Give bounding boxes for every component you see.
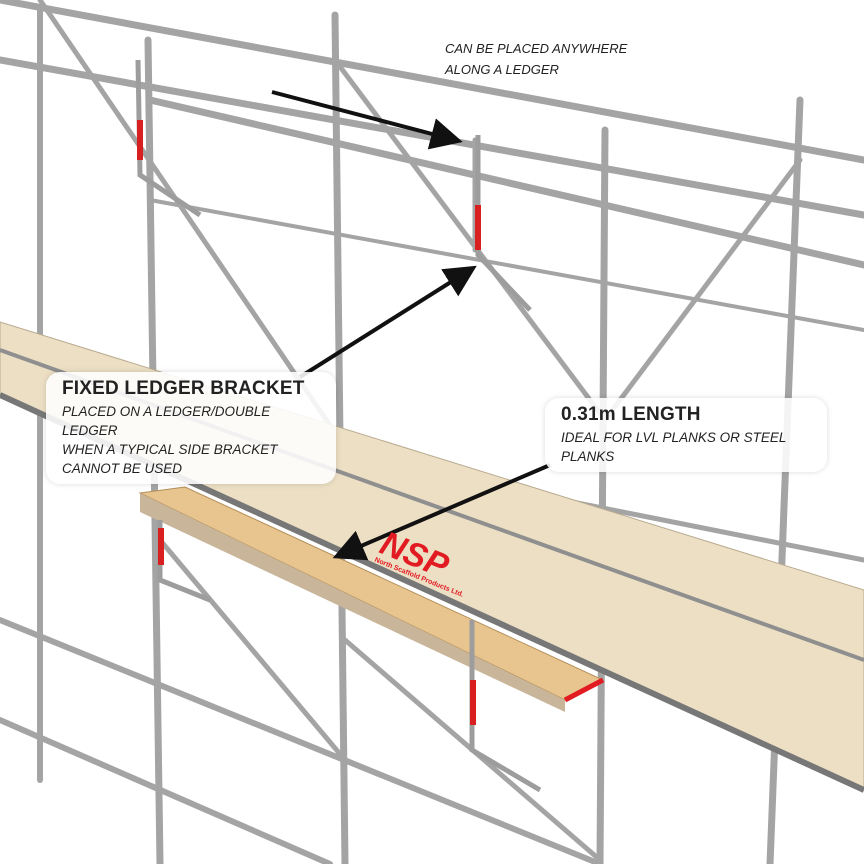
placement-note-line1: CAN BE PLACED ANYWHERE bbox=[445, 41, 628, 56]
arrow-anywhere bbox=[271, 90, 463, 150]
callout-line: WHEN A TYPICAL SIDE BRACKET bbox=[62, 442, 278, 457]
callout-line: PLACED ON A LEDGER/DOUBLE LEDGER bbox=[62, 404, 271, 438]
callout-line: CANNOT BE USED bbox=[62, 461, 183, 476]
callout-text: IDEAL FOR LVL PLANKS OR STEEL PLANKS bbox=[561, 428, 811, 466]
arrow-length bbox=[332, 463, 551, 561]
callout-line: IDEAL FOR LVL PLANKS OR STEEL bbox=[561, 430, 787, 445]
callout-text: PLACED ON A LEDGER/DOUBLE LEDGER WHEN A … bbox=[62, 402, 320, 478]
arrow-bracket bbox=[298, 265, 477, 379]
callout-title: 0.31m LENGTH bbox=[561, 404, 701, 425]
callout-line: PLANKS bbox=[561, 449, 615, 464]
bracket-red-tags bbox=[137, 120, 481, 725]
pointer-arrows bbox=[271, 90, 551, 561]
fixed-ledger-bracket-callout: FIXED LEDGER BRACKET PLACED ON A LEDGER/… bbox=[46, 372, 336, 484]
callout-title: FIXED LEDGER BRACKET bbox=[62, 378, 305, 399]
placement-note-line2: ALONG A LEDGER bbox=[445, 62, 559, 77]
placement-note: CAN BE PLACED ANYWHERE ALONG A LEDGER bbox=[445, 38, 627, 80]
length-callout: 0.31m LENGTH IDEAL FOR LVL PLANKS OR STE… bbox=[545, 398, 827, 472]
